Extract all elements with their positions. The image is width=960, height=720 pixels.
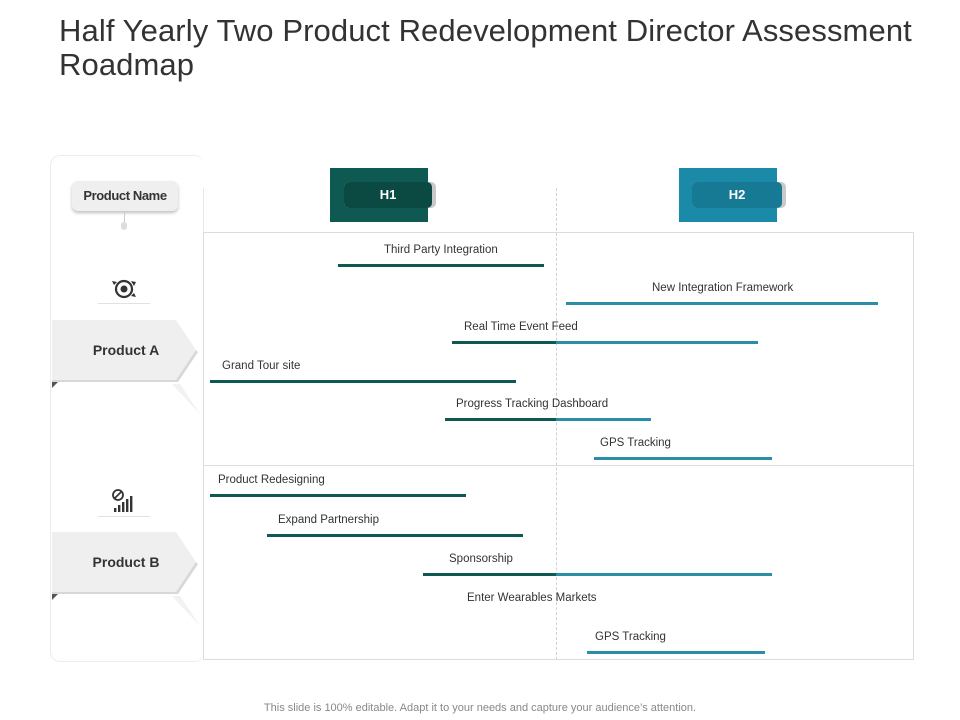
h1-label: H1	[344, 182, 432, 208]
analytics-bars-icon	[98, 488, 150, 516]
task-label: Sponsorship	[449, 553, 513, 565]
product-b-label: Product B	[52, 532, 200, 626]
header-connector-dot	[121, 222, 127, 230]
icon-divider	[98, 516, 150, 517]
product-a-label: Product A	[52, 320, 200, 414]
grid-left-edge	[203, 188, 204, 232]
task-bar	[556, 418, 651, 421]
task-bar	[556, 341, 758, 344]
task-bar	[210, 494, 467, 497]
task-bar	[586, 651, 765, 654]
product-column-panel	[50, 155, 204, 662]
half-divider	[556, 188, 557, 660]
task-label: Real Time Event Feed	[464, 321, 578, 333]
task-label: GPS Tracking	[600, 437, 671, 449]
task-bar	[210, 380, 516, 383]
task-bar	[266, 534, 523, 537]
page-title: Half Yearly Two Product Redevelopment Di…	[59, 13, 912, 82]
task-label: Third Party Integration	[384, 244, 498, 256]
product-name-header: Product Name	[72, 181, 178, 211]
footer-note: This slide is 100% editable. Adapt it to…	[263, 702, 697, 714]
task-label: Progress Tracking Dashboard	[456, 398, 609, 410]
product-b-text: Product B	[92, 554, 160, 570]
task-label: Enter Wearables Markets	[467, 592, 597, 604]
h2-label: H2	[692, 182, 782, 208]
task-label: GPS Tracking	[595, 631, 666, 643]
task-bar	[444, 418, 556, 421]
task-bar	[556, 573, 772, 576]
gear-cycle-icon	[98, 275, 150, 303]
task-bar	[594, 457, 772, 460]
task-bar	[451, 341, 556, 344]
header-connector	[124, 211, 125, 225]
roadmap-grid	[203, 232, 914, 660]
task-label: Product Redesigning	[218, 474, 325, 486]
task-label: Expand Partnership	[278, 514, 380, 526]
task-label: Grand Tour site	[222, 360, 301, 372]
task-bar	[338, 264, 545, 267]
icon-divider	[98, 303, 150, 304]
task-label: New Integration Framework	[652, 282, 794, 294]
task-bar	[565, 302, 879, 305]
product-separator	[203, 465, 914, 466]
task-bar	[423, 573, 556, 576]
product-a-text: Product A	[92, 342, 160, 358]
